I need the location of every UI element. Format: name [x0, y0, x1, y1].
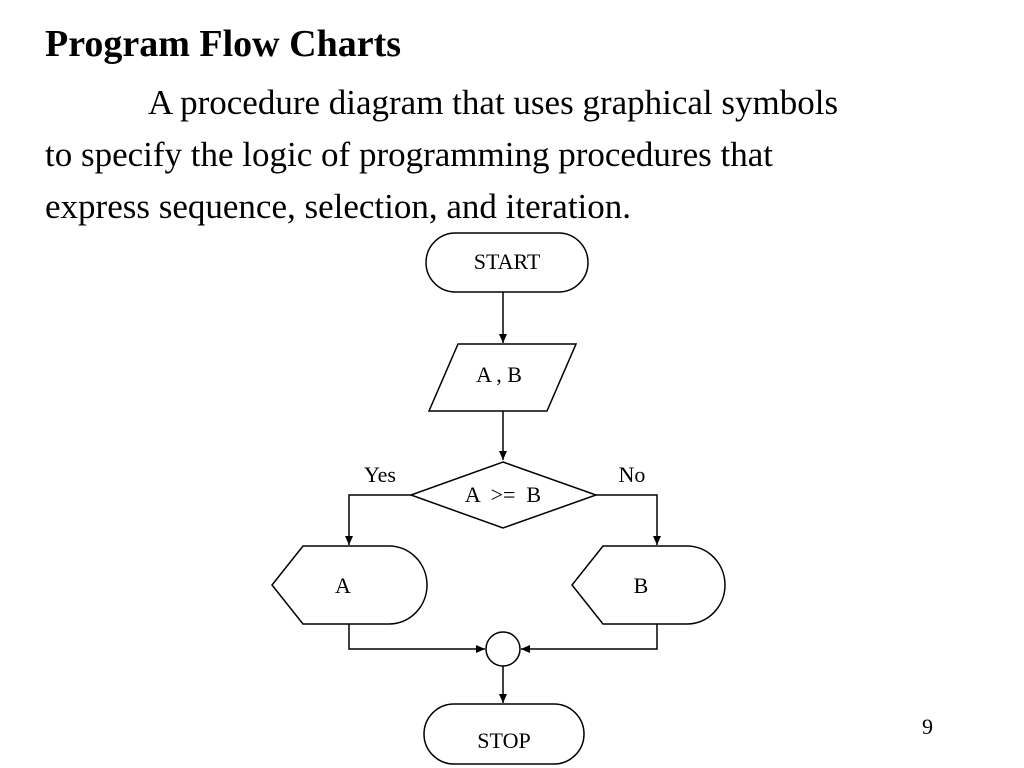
description-line-1: A procedure diagram that uses graphical … [148, 83, 839, 122]
description-line-3: express sequence, selection, and iterati… [45, 187, 632, 226]
display-a-label: A [335, 573, 351, 598]
description-line-2: to specify the logic of programming proc… [45, 135, 773, 174]
stop-label: STOP [477, 728, 530, 753]
decision-label: A >= B [465, 482, 541, 507]
junction-circle [485, 631, 521, 667]
connector-no-branch [596, 494, 661, 545]
yes-label: Yes [364, 462, 396, 487]
stop-terminal [423, 703, 585, 765]
display-b-label: B [634, 573, 649, 598]
input-parallelogram [427, 343, 578, 412]
connector-a-to-junction [348, 624, 485, 653]
page-number: 9 [922, 714, 933, 739]
input-label: A , B [476, 362, 522, 387]
connector-yes-branch [345, 494, 411, 545]
decision-diamond [408, 461, 599, 529]
slide-description: A procedure diagram that uses graphical … [45, 77, 985, 233]
start-label: START [474, 249, 541, 274]
display-a-shape [271, 545, 428, 625]
no-label: No [619, 462, 646, 487]
connector-b-to-junction [521, 624, 658, 653]
display-b-shape [571, 545, 726, 625]
slide-title: Program Flow Charts [45, 23, 402, 65]
start-terminal [425, 232, 589, 293]
